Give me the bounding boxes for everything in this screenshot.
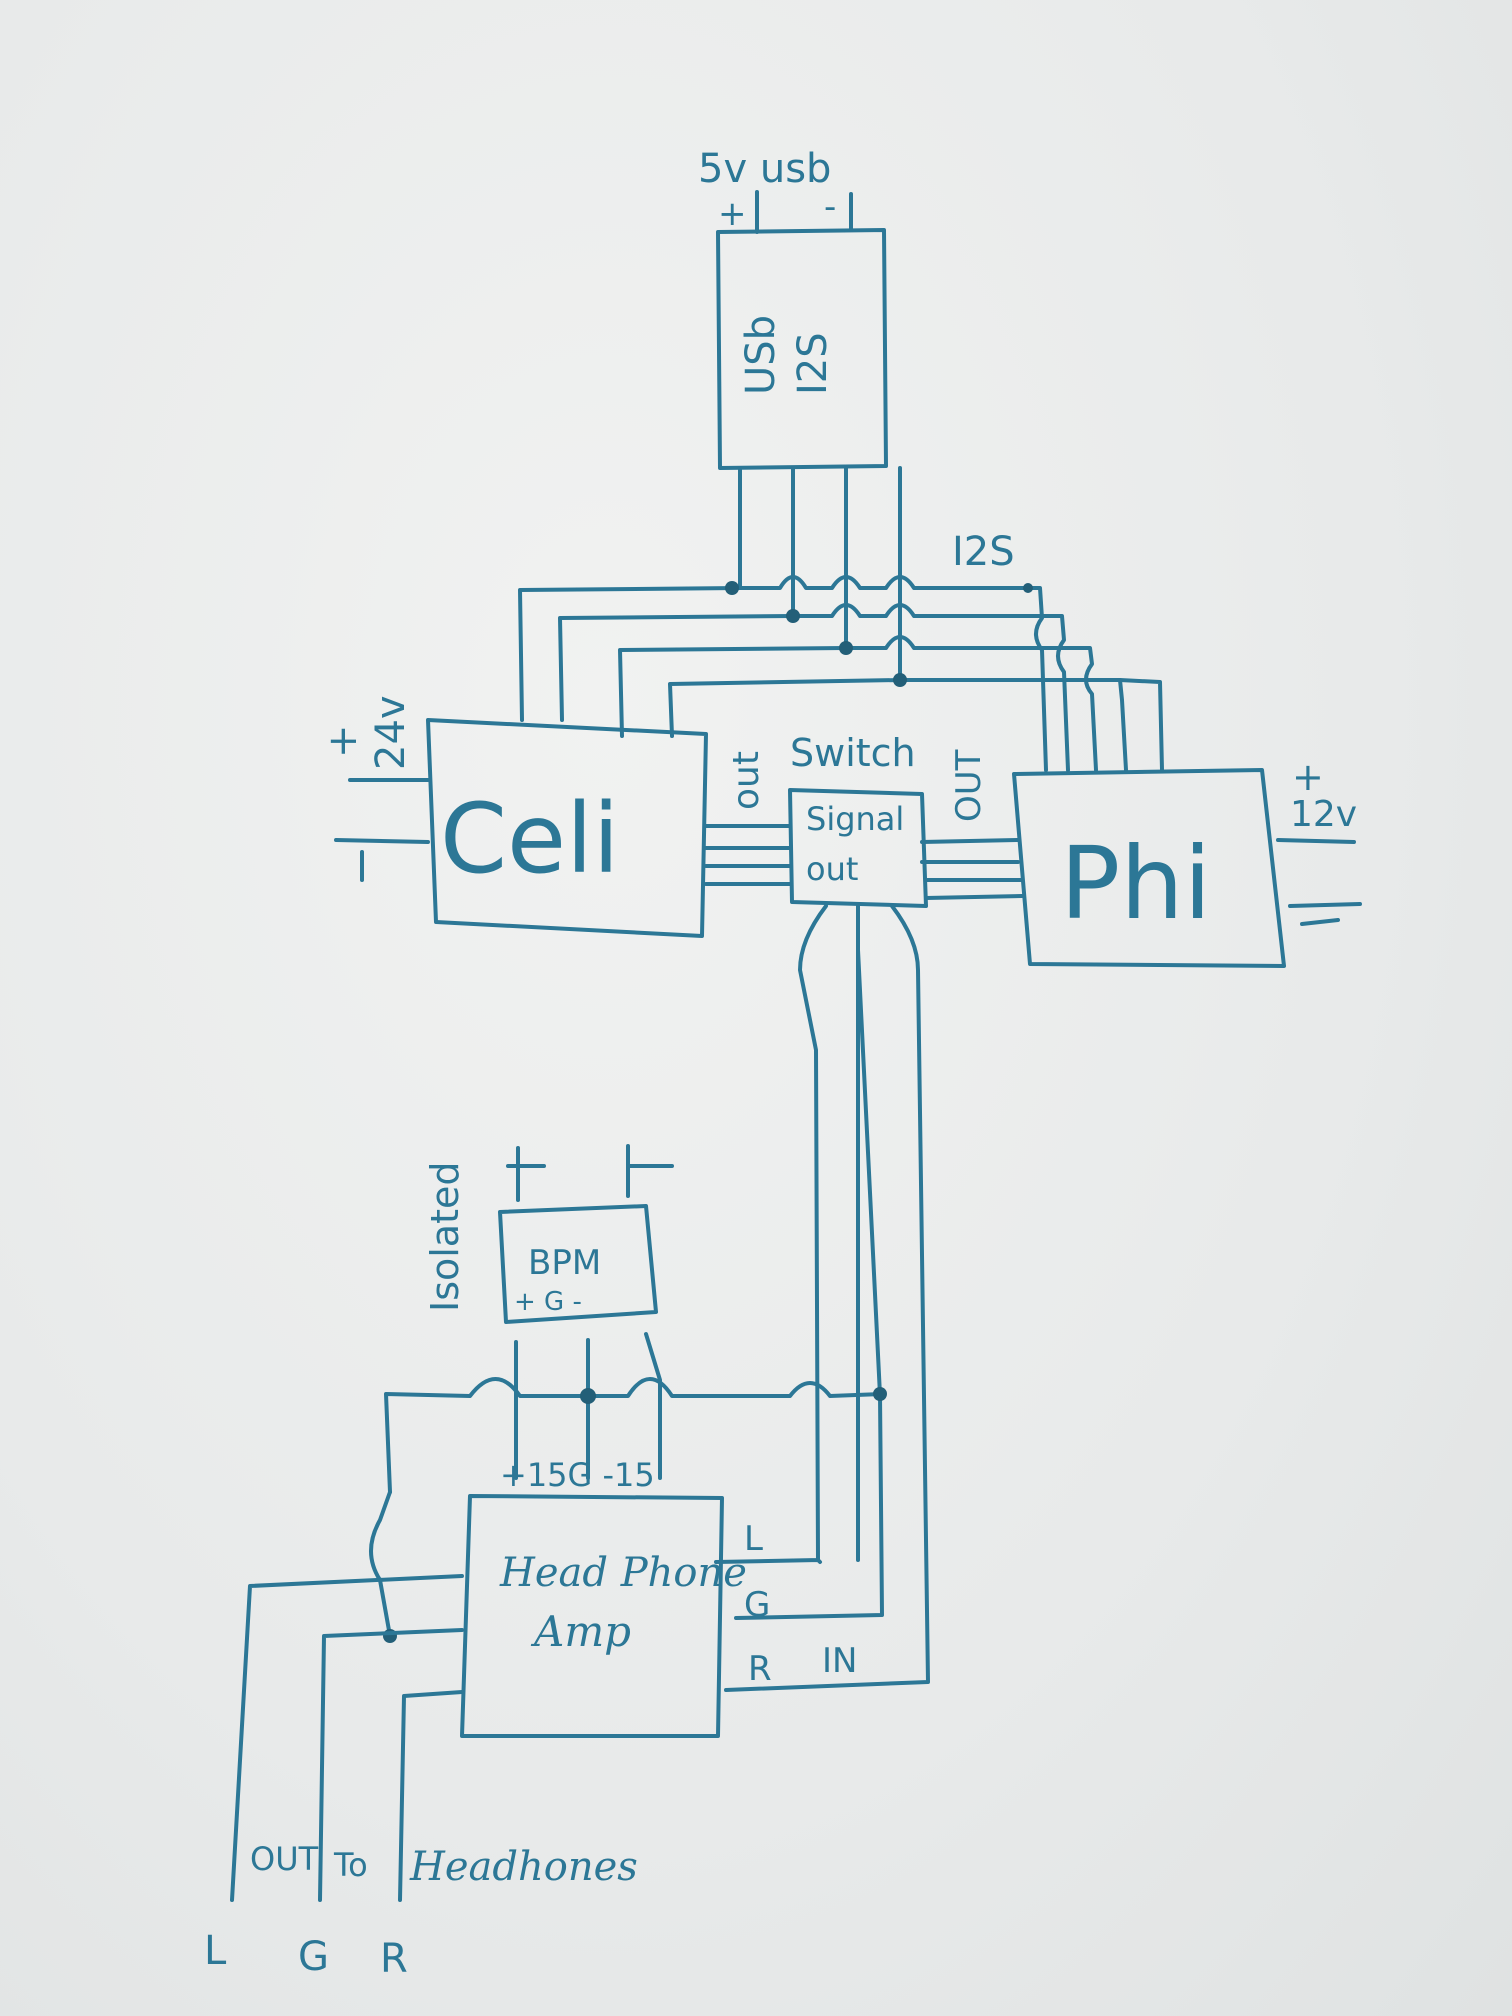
celi-supply-label: 24v xyxy=(368,695,414,770)
bpm-pins: + G - xyxy=(514,1287,582,1317)
to-label: To xyxy=(333,1846,368,1884)
bpm-rail-wires xyxy=(369,1332,887,1643)
phi-label: Phi xyxy=(1060,825,1211,942)
headphone-output-wires xyxy=(230,1574,464,1902)
headphones-label: Headhones xyxy=(409,1844,638,1890)
output-l-label: L xyxy=(204,1928,227,1974)
bpm-isolated-label: Isolated xyxy=(423,1162,467,1313)
phi-supply-label: 12v xyxy=(1290,794,1357,835)
amp-label-line1: Head Phone xyxy=(499,1550,747,1596)
usb-i2s-block: USb I2S xyxy=(716,190,888,470)
phi-block: Phi + 12v xyxy=(1012,755,1362,968)
i2s-bus xyxy=(518,466,1164,772)
signal-out-cable xyxy=(714,904,930,1692)
switch-label-line1: Signal xyxy=(806,800,904,838)
usb-minus-label: - xyxy=(824,187,836,227)
out-label: OUT xyxy=(250,1840,319,1878)
phi-out-label: OUT xyxy=(949,749,989,822)
celi-block: Celi 24v + xyxy=(320,695,708,938)
output-r-label: R xyxy=(380,1936,408,1982)
phi-plus-label: + xyxy=(1292,755,1324,799)
celi-out-label: out xyxy=(726,751,767,810)
celi-output-wires xyxy=(704,824,792,886)
amp-in-label: IN xyxy=(822,1641,857,1681)
amp-rails-label: +15G -15 xyxy=(500,1456,655,1494)
amp-label-line2: Amp xyxy=(530,1607,631,1656)
amp-pin-r: R xyxy=(748,1649,772,1689)
celi-label: Celi xyxy=(440,783,619,895)
usb-i2s-label-line2: I2S xyxy=(790,332,836,395)
bpm-block: BPM + G - xyxy=(498,1144,674,1324)
celi-plus-label: + xyxy=(320,724,366,758)
output-g-label: G xyxy=(298,1934,329,1980)
switch-title: Switch xyxy=(790,731,916,775)
amp-pin-l: L xyxy=(744,1519,763,1559)
phi-output-wires xyxy=(920,838,1024,900)
switch-label-line2: out xyxy=(806,850,858,888)
switch-block: Signal out xyxy=(788,788,928,908)
usb-i2s-label-line1: USb xyxy=(738,315,784,395)
usb-supply-label: 5v usb xyxy=(698,146,831,192)
amp-pin-g: G xyxy=(744,1585,770,1625)
i2s-bus-label: I2S xyxy=(952,529,1015,575)
bpm-title: BPM xyxy=(528,1243,601,1283)
usb-plus-label: + xyxy=(718,194,747,234)
headphone-amp-block: Head Phone Amp xyxy=(460,1494,747,1738)
